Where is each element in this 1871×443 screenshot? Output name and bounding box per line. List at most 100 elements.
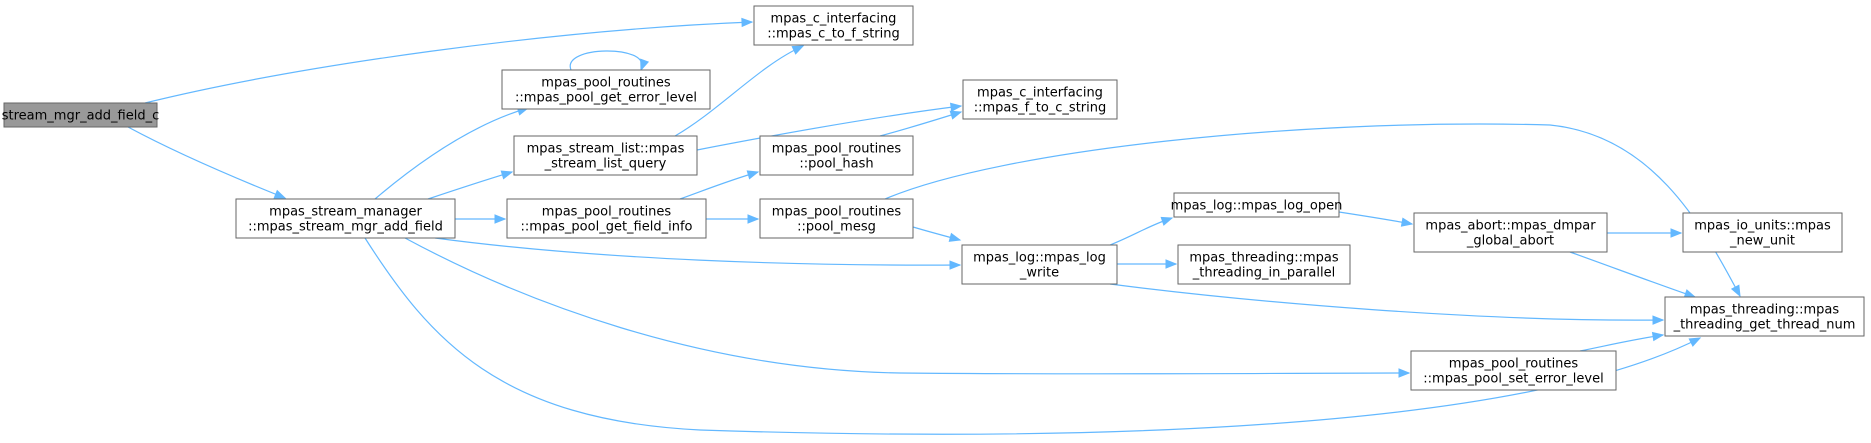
arrowhead-icon [1400,217,1414,227]
node-label-line: mpas_abort::mpas_dmpar [1425,219,1596,234]
edge-dmpar-to-newunit [1607,228,1683,238]
node-label-line: mpas_log::mpas_log [973,251,1106,266]
node-geterr[interactable]: mpas_pool_routines::mpas_pool_get_error_… [501,69,711,110]
node-threadnum[interactable]: mpas_threading::mpas_threading_get_threa… [1664,296,1865,337]
arrowhead-icon [791,45,805,55]
edge-addfield-to-seterr [404,237,1411,378]
node-f2c[interactable]: mpas_c_interfacing::mpas_f_to_c_string [962,79,1118,120]
nodes-layer: stream_mgr_add_field_c mpas_stream_manage… [2,5,1865,391]
node-box [1177,244,1351,285]
edge-poolmesg-to-logwrite [912,226,962,242]
node-box [1664,296,1865,337]
node-box [513,135,698,176]
node-newunit[interactable]: mpas_io_units::mpas_new_unit [1682,212,1843,253]
arrowhead-icon [741,17,754,28]
node-label-line: mpas_pool_routines [772,205,902,220]
node-logopen[interactable]: mpas_log::mpas_log_open [1171,192,1343,218]
node-box [235,198,456,239]
node-label-line: ::pool_mesg [797,220,876,235]
node-label-line: mpas_c_interfacing [771,12,897,27]
arrowhead-icon [640,58,650,72]
arrowhead-icon [273,189,287,199]
edge-listquery-to-f2c [696,102,963,151]
node-root: stream_mgr_add_field_c [2,102,159,128]
node-label-line: ::mpas_c_to_f_string [767,27,900,42]
node-box [1413,212,1608,253]
edge-seterr-to-threadnum [1579,331,1665,352]
edge-logwrite-to-inpar [1117,259,1178,269]
edge-logwrite-to-logopen [1109,216,1174,246]
arrowhead-icon [949,110,963,120]
node-label-line: _write [1019,266,1059,281]
node-label-line: mpas_pool_routines [541,76,671,91]
node-box [1682,212,1843,253]
node-label-line: mpas_pool_routines [772,142,902,157]
node-listquery[interactable]: mpas_stream_list::mpas_stream_list_query [513,135,698,176]
node-label-line: ::mpas_f_to_c_string [974,101,1107,116]
node-label-line: mpas_io_units::mpas [1694,219,1831,234]
edge-fieldinfo-to-poolhash [679,170,760,200]
edge-logopen-to-dmpar [1338,211,1414,227]
edge-listquery-to-c2f [674,45,805,137]
node-logwrite[interactable]: mpas_log::mpas_log_write [961,244,1118,285]
arrowhead-icon [1160,216,1174,226]
edge-dmpar-to-threadnum [1569,251,1697,299]
node-box [1173,192,1340,218]
node-box [506,198,707,239]
node-seterr[interactable]: mpas_pool_routines::mpas_pool_set_error_… [1410,350,1617,391]
edge-root-to-c2f [144,17,754,104]
node-label-line: mpas_threading::mpas [1690,303,1840,318]
arrowhead-icon [1688,337,1702,347]
edge-geterr-to-geterr [569,50,650,72]
node-label-line: ::mpas_pool_set_error_level [1423,372,1603,387]
node-label-line: mpas_pool_routines [542,205,672,220]
node-label-line: mpas_c_interfacing [977,86,1103,101]
arrowhead-icon [948,232,962,242]
node-label-line: mpas_threading::mpas [1189,251,1339,266]
arrowhead-icon [949,102,963,113]
edge-logwrite-to-threadnum [1109,283,1665,325]
edge-addfield-to-logwrite [434,237,962,270]
node-label-line: mpas_stream_list::mpas [527,142,685,157]
arrowhead-icon [1730,284,1741,298]
node-box [501,69,711,110]
arrowhead-icon [1651,331,1665,342]
arrowhead-icon [1670,228,1683,238]
node-box [1410,350,1617,391]
edge-addfield-to-geterr [374,106,530,200]
node-box [759,198,914,239]
node-addfield[interactable]: mpas_stream_manager::mpas_stream_mgr_add… [235,198,456,239]
node-box [3,102,158,128]
arrowhead-icon [1683,289,1697,299]
node-box [753,5,914,46]
node-label-line: _threading_get_thread_num [1673,318,1856,333]
edge-fieldinfo-to-poolmesg [706,214,760,224]
edge-addfield-to-fieldinfo [455,214,507,224]
arrowhead-icon [949,260,962,270]
node-label-line: _stream_list_query [544,157,667,172]
arrowhead-icon [494,214,507,224]
node-label-line: mpas_pool_routines [1449,357,1579,372]
node-dmpar[interactable]: mpas_abort::mpas_dmpar_global_abort [1413,212,1608,253]
node-label-line: _global_abort [1466,234,1554,249]
node-label-line: mpas_log::mpas_log_open [1171,199,1343,214]
arrowhead-icon [746,170,760,180]
node-label-line: ::mpas_stream_mgr_add_field [248,220,443,235]
arrowhead-icon [1652,315,1665,325]
arrowhead-icon [1398,368,1411,378]
node-inpar[interactable]: mpas_threading::mpas_threading_in_parall… [1177,244,1351,285]
arrowhead-icon [747,214,760,224]
node-c2f[interactable]: mpas_c_interfacing::mpas_c_to_f_string [753,5,914,46]
arrowhead-icon [500,170,514,180]
node-fieldinfo[interactable]: mpas_pool_routines::mpas_pool_get_field_… [506,198,707,239]
node-poolhash[interactable]: mpas_pool_routines::pool_hash [759,135,914,176]
edges-layer [127,17,1741,435]
node-label-line: _new_unit [1729,234,1795,249]
node-label-line: _threading_in_parallel [1192,266,1335,281]
edge-poolhash-to-f2c [879,110,963,137]
edge-poolmesg-to-threadnum [884,123,1741,298]
edge-addfield-to-listquery [427,170,514,200]
node-label-line: ::pool_hash [799,157,873,172]
node-poolmesg[interactable]: mpas_pool_routines::pool_mesg [759,198,914,239]
